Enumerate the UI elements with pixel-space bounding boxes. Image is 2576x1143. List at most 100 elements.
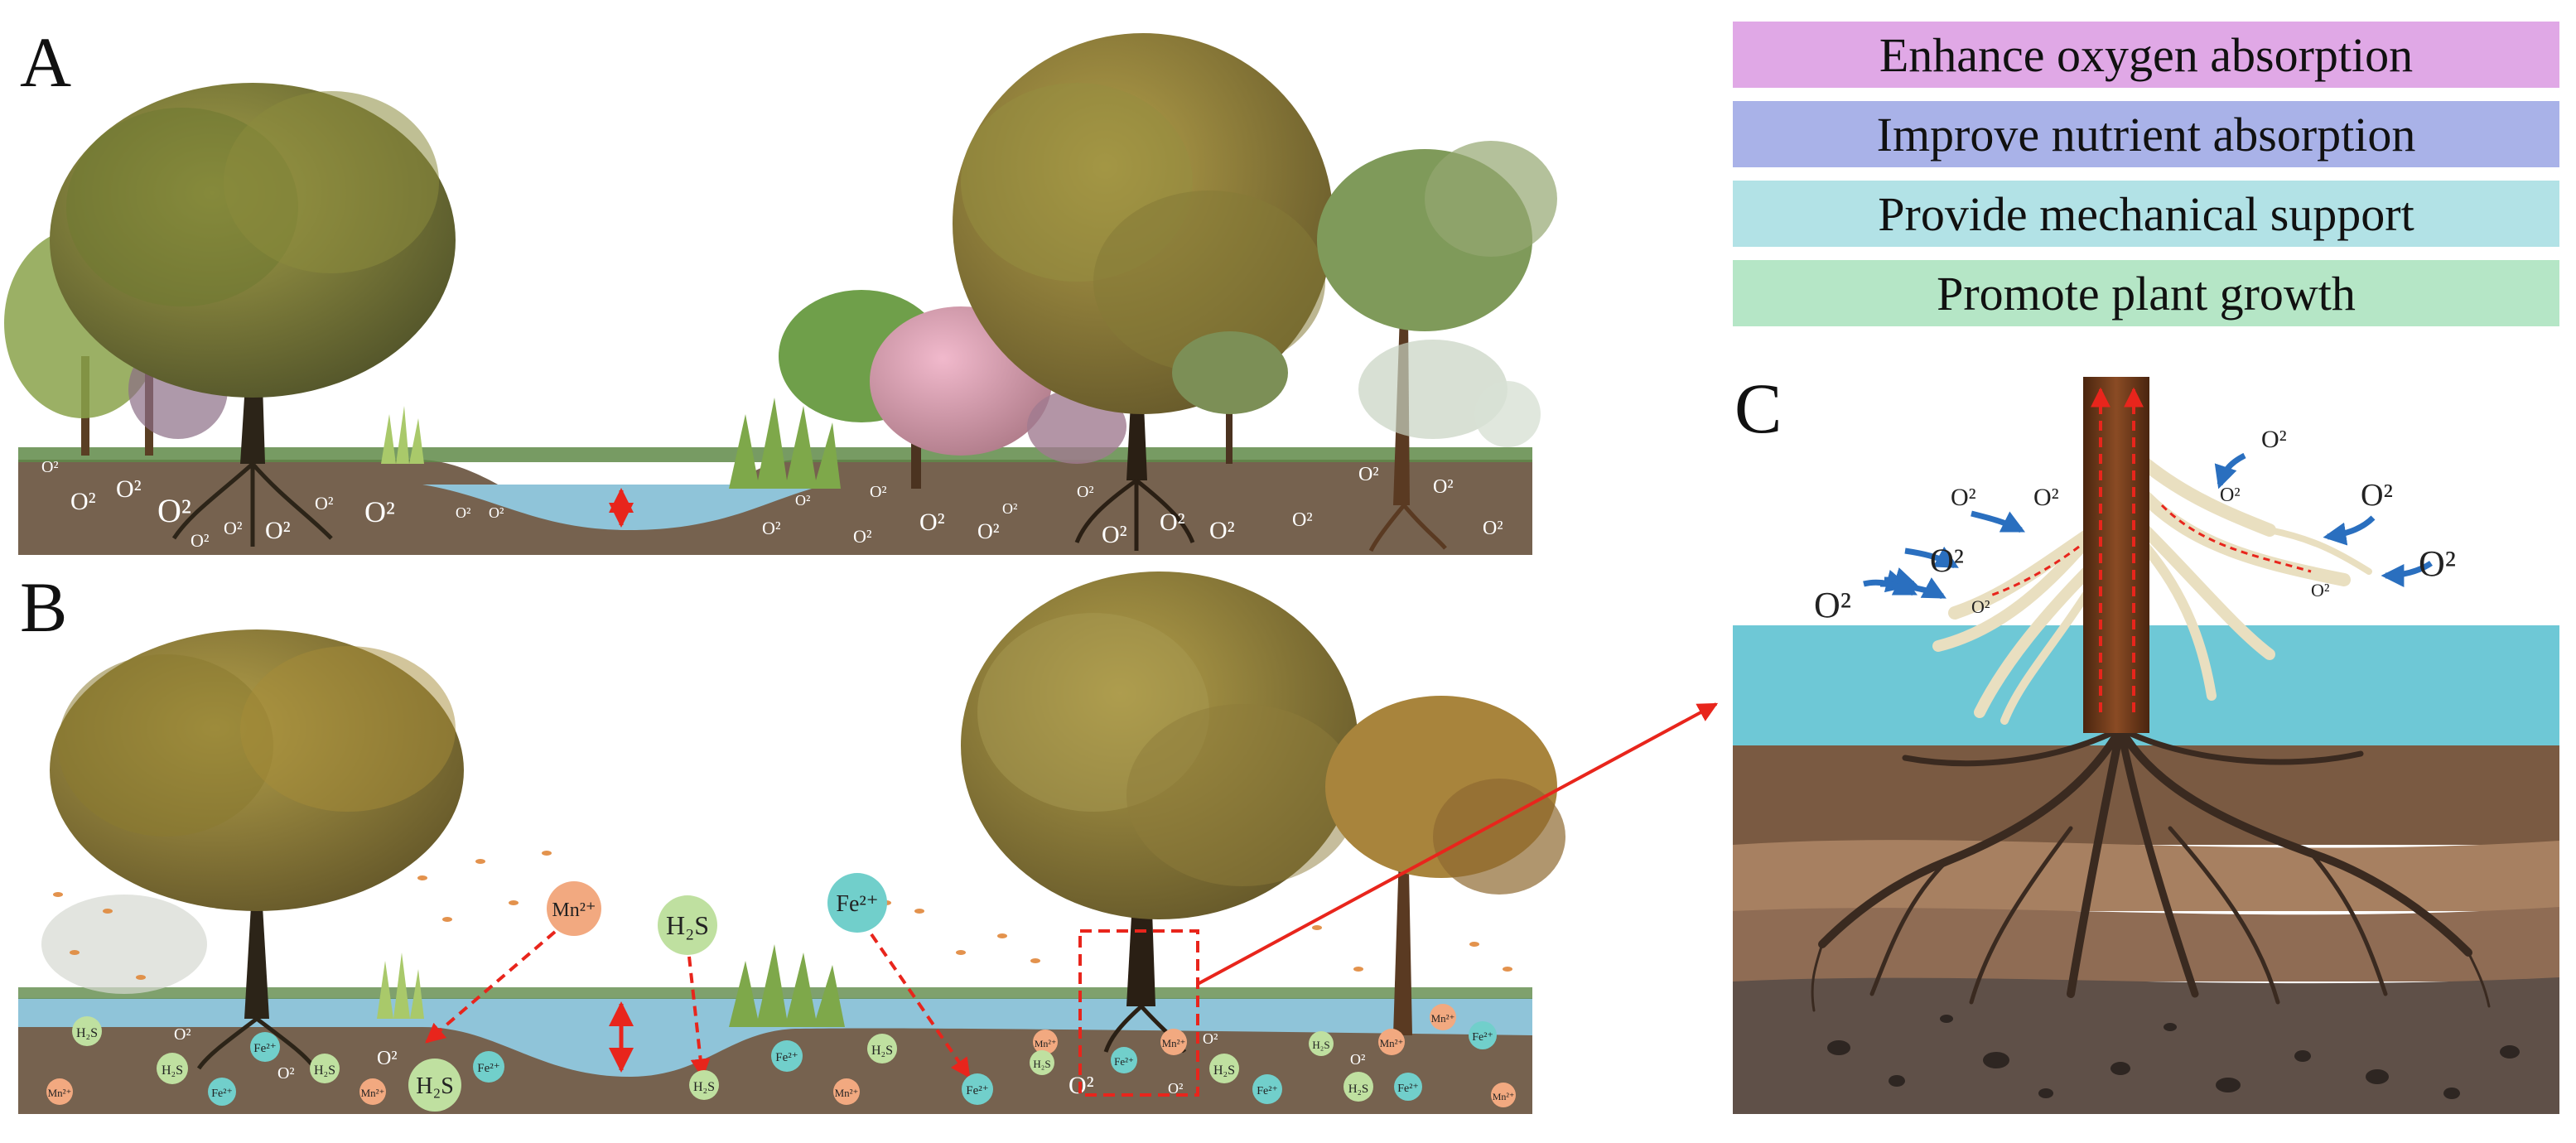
o2-label: O²	[2419, 543, 2456, 584]
o2-label: O²	[1168, 1080, 1183, 1097]
panel-label-b: B	[20, 567, 68, 647]
fe-ion-label: Fe²⁺	[477, 1062, 499, 1075]
fe-arrow	[870, 933, 971, 1078]
legend-mechanical-support: Provide mechanical support	[1733, 181, 2559, 247]
mn-small-bubble: Mn²⁺	[833, 1078, 860, 1105]
panel-b-fog-left	[41, 895, 207, 994]
o2-label: O²	[157, 492, 191, 529]
root-zoom-box	[1078, 929, 1199, 1097]
o2-label: O²	[1209, 517, 1235, 544]
h2s-small-bubble: H₂S	[867, 1034, 897, 1063]
o2-label: O²	[277, 1064, 294, 1083]
h2s-label: H₂S	[314, 1063, 335, 1078]
o2-label: O²	[977, 519, 1000, 543]
mn-ion-label: Mn²⁺	[1493, 1091, 1515, 1102]
h2s-small-bubble: H₂S	[689, 1070, 719, 1100]
panel-b-grass-tuft-middle	[729, 944, 845, 1027]
o2-label: O²	[489, 504, 504, 521]
o2-label: O²	[762, 518, 781, 538]
panel-c-aerial-roots	[1932, 457, 2372, 725]
h2s-label: H₂S	[1348, 1083, 1368, 1096]
panel-b-big-tree-left	[50, 629, 464, 1070]
mn-ion-label: Mn²⁺	[835, 1087, 859, 1099]
panel-b-falling-leaves	[53, 851, 1512, 980]
o2-label: O²	[1951, 484, 1976, 511]
panel-c-soil-layer-2	[1733, 840, 2559, 911]
o2-label: O²	[116, 475, 142, 503]
panel-a-oxygen-labels: O² O² O² O² O² O² O² O² O² O² O² O² O² O…	[41, 458, 1503, 551]
mn-ion-label: Mn²⁺	[1380, 1037, 1404, 1049]
panel-c-oxygen-labels: O² O² O² O² O² O² O² O² O² O²	[1814, 426, 2456, 625]
o2-label: O²	[1358, 464, 1379, 485]
panel-c-root-red-markers	[1987, 504, 2312, 598]
h2s-bubble-medium: H₂S	[408, 1059, 461, 1112]
panel-b-scene: Mn²⁺ H₂S Fe²⁺ H₂S Mn²⁺ H₂S Fe²⁺ Fe²⁺ H₂S	[18, 572, 1719, 1114]
o2-label: O²	[224, 518, 243, 538]
o2-label: O²	[1292, 509, 1313, 531]
o2-label: O²	[1102, 521, 1127, 548]
panel-c-oxygen-arrows	[1863, 452, 2433, 600]
panel-a-grass-tuft	[381, 406, 424, 464]
mn-ion-label: Mn²⁺	[1162, 1037, 1186, 1049]
panel-b-oxygen-labels: O² O² O² O² O² O² O²	[174, 1025, 1365, 1099]
mn-small-bubble: Mn²⁺	[1378, 1029, 1405, 1055]
h2s-small-bubble: H₂S	[72, 1016, 102, 1046]
h2s-arrow	[687, 956, 711, 1079]
panel-c-scene: O² O² O² O² O² O² O² O² O² O²	[1733, 377, 2559, 1114]
mn-small-bubble: Mn²⁺	[1033, 1030, 1058, 1054]
o2-label: O²	[41, 458, 58, 476]
o2-label: O²	[377, 1048, 398, 1069]
mn-ion-label: Mn²⁺	[1035, 1038, 1057, 1049]
o2-label: O²	[2033, 484, 2059, 511]
o2-label: O²	[174, 1025, 191, 1044]
o2-label: O²	[1203, 1030, 1218, 1047]
h2s-small-bubble: H₂S	[310, 1054, 340, 1083]
o2-label: O²	[456, 504, 470, 521]
panel-a-middle-grass	[729, 398, 841, 489]
h2s-label: H₂S	[1033, 1058, 1050, 1070]
panel-label-a: A	[20, 22, 72, 102]
o2-label: O²	[1077, 483, 1093, 501]
o2-label: O²	[853, 526, 872, 547]
legend-promote-growth: Promote plant growth	[1733, 260, 2559, 326]
o2-label: O²	[1433, 476, 1454, 498]
zoom-arrow-to-panel-c	[1197, 702, 1719, 986]
o2-label: O²	[364, 495, 395, 528]
o2-label: O²	[1971, 596, 1990, 617]
fe-ion-label: Fe²⁺	[253, 1042, 276, 1055]
mn-ion-label: Mn²⁺	[48, 1087, 72, 1099]
h2s-small-bubble: H₂S	[1343, 1072, 1373, 1102]
panel-a-small-tree-middle	[1172, 331, 1288, 464]
legend-improve-nutrient: Improve nutrient absorption	[1733, 101, 2559, 167]
panel-a-big-tree-middle	[953, 33, 1334, 551]
panel-b-tree-right	[1325, 696, 1565, 1035]
panel-b-fe-ion-bubble: Fe²⁺	[827, 873, 887, 933]
o2-label: O²	[1002, 500, 1017, 517]
h2s-label: H₂S	[162, 1063, 183, 1078]
fe-ion-label: Fe²⁺	[1472, 1031, 1493, 1044]
fe-ion-label: Fe²⁺	[1114, 1055, 1134, 1068]
fe-small-bubble: Fe²⁺	[1394, 1073, 1422, 1101]
o2-label: O²	[1483, 518, 1503, 539]
panel-b-soil-ions: H₂S Mn²⁺ H₂S Fe²⁺ Fe²⁺ H₂S Mn²⁺ H₂S Fe²⁺…	[46, 1004, 1516, 1112]
panel-c-trunk	[2083, 377, 2149, 733]
panel-b-h2s-bubble: H₂S	[658, 895, 717, 955]
h2s-small-bubble: H₂S	[1209, 1054, 1239, 1083]
h2s-label: H₂S	[1312, 1039, 1329, 1051]
legend-enhance-oxygen: Enhance oxygen absorption	[1733, 22, 2559, 88]
panel-b-mn-ion-bubble: Mn²⁺	[547, 881, 601, 936]
panel-c-soil-layer-3	[1733, 907, 2559, 981]
o2-label: O²	[795, 492, 810, 509]
o2-label: O²	[2311, 580, 2330, 600]
panel-b-grass-tuft-left	[377, 952, 424, 1019]
fe-ion-label: Fe²⁺	[775, 1051, 798, 1064]
panel-c-soil-layer-4	[1733, 977, 2559, 1114]
h2s-small-bubble: H₂S	[1309, 1031, 1334, 1056]
o2-label: O²	[1814, 585, 1851, 625]
h2s-label: H₂S	[416, 1073, 454, 1099]
fe-small-bubble: Fe²⁺	[1252, 1074, 1282, 1104]
h2s-label: H₂S	[1213, 1063, 1235, 1078]
h2s-label: H₂S	[666, 910, 709, 940]
mn-small-bubble: Mn²⁺	[46, 1078, 73, 1105]
